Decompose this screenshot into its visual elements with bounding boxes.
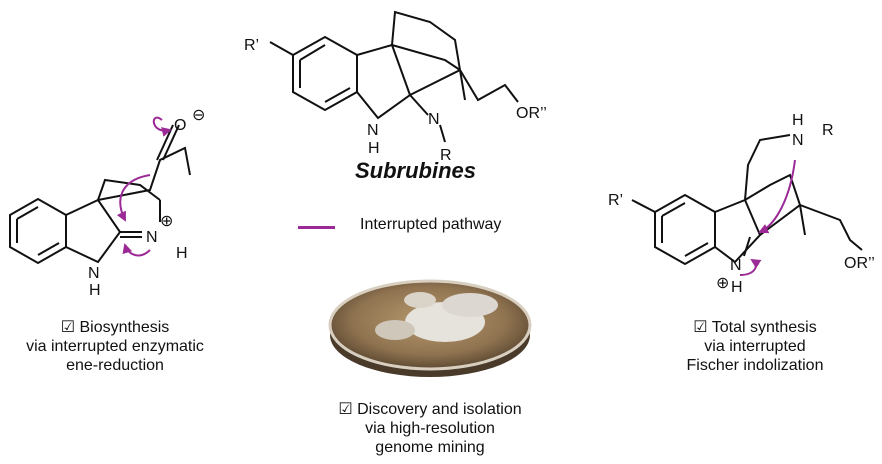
- caption-line: genome mining: [375, 439, 485, 456]
- arrow-pushing-left: [116, 116, 172, 257]
- or-label-right: OR’’: [844, 255, 875, 272]
- caption-line: via interrupted enzymatic: [26, 338, 204, 355]
- indole-n-label: N: [88, 265, 100, 282]
- oxygen-label: O: [174, 117, 186, 134]
- biosynthesis-caption: ☑ Biosynthesis via interrupted enzymatic…: [15, 318, 215, 375]
- caption-line: Biosynthesis: [79, 319, 170, 336]
- indolenine-n-label: N: [730, 257, 742, 274]
- caption-line: via interrupted: [704, 338, 806, 355]
- petri-dish-image: [328, 279, 532, 377]
- r-prime-label: R’: [244, 37, 259, 54]
- checkbox-icon: ☑: [693, 319, 708, 336]
- plus-charge: ⊕: [160, 213, 173, 230]
- arrow-pushing-right: [739, 159, 796, 276]
- subrubine-structure-top: [269, 10, 519, 143]
- nh-n-label: N: [367, 122, 379, 139]
- fischer-intermediate-structure: [631, 134, 863, 266]
- r-prime-label-right: R’: [608, 192, 623, 209]
- n-label: N: [428, 111, 440, 128]
- indole-h-label: H: [89, 282, 101, 299]
- caption-line: Fischer indolization: [686, 357, 824, 374]
- interrupted-pathway-legend-label: Interrupted pathway: [360, 216, 502, 233]
- caption-line: via high-resolution: [365, 420, 495, 437]
- plus-charge-right: ⊕: [716, 275, 729, 292]
- amine-r-label: R: [822, 122, 834, 139]
- interrupted-pathway-legend-swatch: [298, 226, 335, 229]
- minus-charge: ⊖: [192, 107, 205, 124]
- caption-line: Discovery and isolation: [357, 401, 522, 418]
- total-synthesis-caption: ☑ Total synthesis via interrupted Fische…: [655, 318, 855, 375]
- nh-h-label: H: [368, 140, 380, 157]
- or-label: OR’’: [516, 105, 547, 122]
- checkbox-icon: ☑: [338, 401, 353, 418]
- indolenine-h-label: H: [731, 279, 743, 296]
- iminium-n-label: N: [146, 229, 158, 246]
- discovery-caption: ☑ Discovery and isolation via high-resol…: [320, 400, 540, 457]
- iminium-h-label: H: [176, 245, 188, 262]
- caption-line: ene-reduction: [66, 357, 164, 374]
- amine-h-label: H: [792, 112, 804, 129]
- biosynthesis-intermediate-structure: [9, 124, 191, 265]
- caption-line: Total synthesis: [711, 319, 817, 336]
- checkbox-icon: ☑: [60, 319, 76, 336]
- amine-n-label: N: [792, 132, 804, 149]
- compound-class-title: Subrubines: [355, 158, 477, 183]
- r-label: R: [440, 147, 452, 164]
